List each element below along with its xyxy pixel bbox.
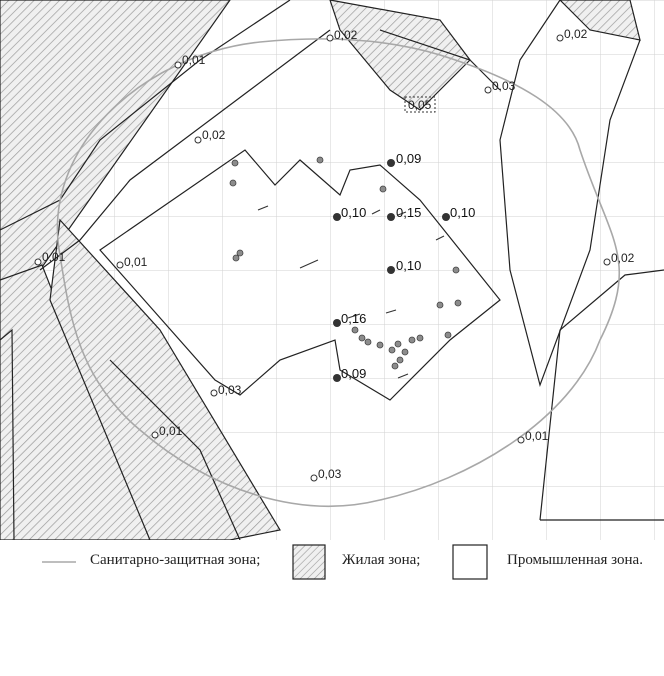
source-marker bbox=[237, 250, 243, 256]
point-marker bbox=[211, 390, 217, 396]
source-marker bbox=[352, 327, 358, 333]
value-label: 0,03 bbox=[492, 79, 516, 93]
receptor-dark bbox=[333, 319, 341, 327]
value-label: 0,01 bbox=[182, 53, 206, 67]
legend-industrial-swatch bbox=[452, 544, 488, 580]
value-label: 0,10 bbox=[396, 258, 421, 273]
legend-residential-label: Жилая зона; bbox=[342, 552, 420, 569]
value-label: 0,16 bbox=[341, 311, 366, 326]
source-marker bbox=[377, 342, 383, 348]
point-marker bbox=[152, 432, 158, 438]
point-marker bbox=[485, 87, 491, 93]
point-marker bbox=[175, 62, 181, 68]
point-marker bbox=[557, 35, 563, 41]
source-marker bbox=[233, 255, 239, 261]
source-marker bbox=[389, 347, 395, 353]
source-marker bbox=[409, 337, 415, 343]
point-marker bbox=[518, 437, 524, 443]
receptor-dark bbox=[387, 213, 395, 221]
value-label: 0,01 bbox=[124, 255, 148, 269]
value-label: 0,05 bbox=[408, 98, 432, 112]
receptor-dark bbox=[387, 266, 395, 274]
map-legend: Санитарно-защитная зона; Жилая зона; Про… bbox=[0, 540, 664, 584]
value-label: 0,10 bbox=[450, 205, 475, 220]
receptor-dark bbox=[333, 213, 341, 221]
value-label: 0,01 bbox=[42, 250, 66, 264]
value-label: 0,01 bbox=[159, 424, 183, 438]
map-canvas: 0,02 0,01 0,02 0,03 0,05 0,02 0,09 0,10 … bbox=[0, 0, 664, 540]
value-label: 0,02 bbox=[202, 128, 226, 142]
point-marker bbox=[604, 259, 610, 265]
value-label: 0,03 bbox=[318, 467, 342, 481]
source-marker bbox=[232, 160, 238, 166]
point-marker bbox=[195, 137, 201, 143]
source-marker bbox=[453, 267, 459, 273]
value-label: 0,02 bbox=[611, 251, 635, 265]
source-marker bbox=[395, 341, 401, 347]
source-marker bbox=[230, 180, 236, 186]
point-marker bbox=[35, 259, 41, 265]
receptor-dark bbox=[333, 374, 341, 382]
value-label: 0,15 bbox=[396, 205, 421, 220]
value-label: 0,10 bbox=[341, 205, 366, 220]
legend-szz-swatch bbox=[42, 560, 76, 564]
source-marker bbox=[380, 186, 386, 192]
point-marker bbox=[311, 475, 317, 481]
value-label: 0,02 bbox=[334, 28, 358, 42]
source-marker bbox=[365, 339, 371, 345]
value-label: 0,02 bbox=[564, 27, 588, 41]
value-label: 0,03 bbox=[218, 383, 242, 397]
value-label: 0,09 bbox=[396, 151, 421, 166]
source-marker bbox=[402, 349, 408, 355]
legend-szz-label: Санитарно-защитная зона; bbox=[90, 552, 260, 569]
source-marker bbox=[437, 302, 443, 308]
source-marker bbox=[445, 332, 451, 338]
legend-industrial-label: Промышленная зона. bbox=[507, 552, 643, 569]
source-marker bbox=[417, 335, 423, 341]
source-marker bbox=[359, 335, 365, 341]
source-marker bbox=[397, 357, 403, 363]
residential-zone-left-edge bbox=[0, 330, 14, 540]
legend-residential-swatch bbox=[292, 544, 326, 580]
source-marker bbox=[317, 157, 323, 163]
source-marker bbox=[455, 300, 461, 306]
source-marker bbox=[392, 363, 398, 369]
value-label: 0,09 bbox=[341, 366, 366, 381]
point-marker bbox=[327, 35, 333, 41]
value-label: 0,01 bbox=[525, 429, 549, 443]
receptor-dark bbox=[387, 159, 395, 167]
point-marker bbox=[117, 262, 123, 268]
receptor-dark bbox=[442, 213, 450, 221]
